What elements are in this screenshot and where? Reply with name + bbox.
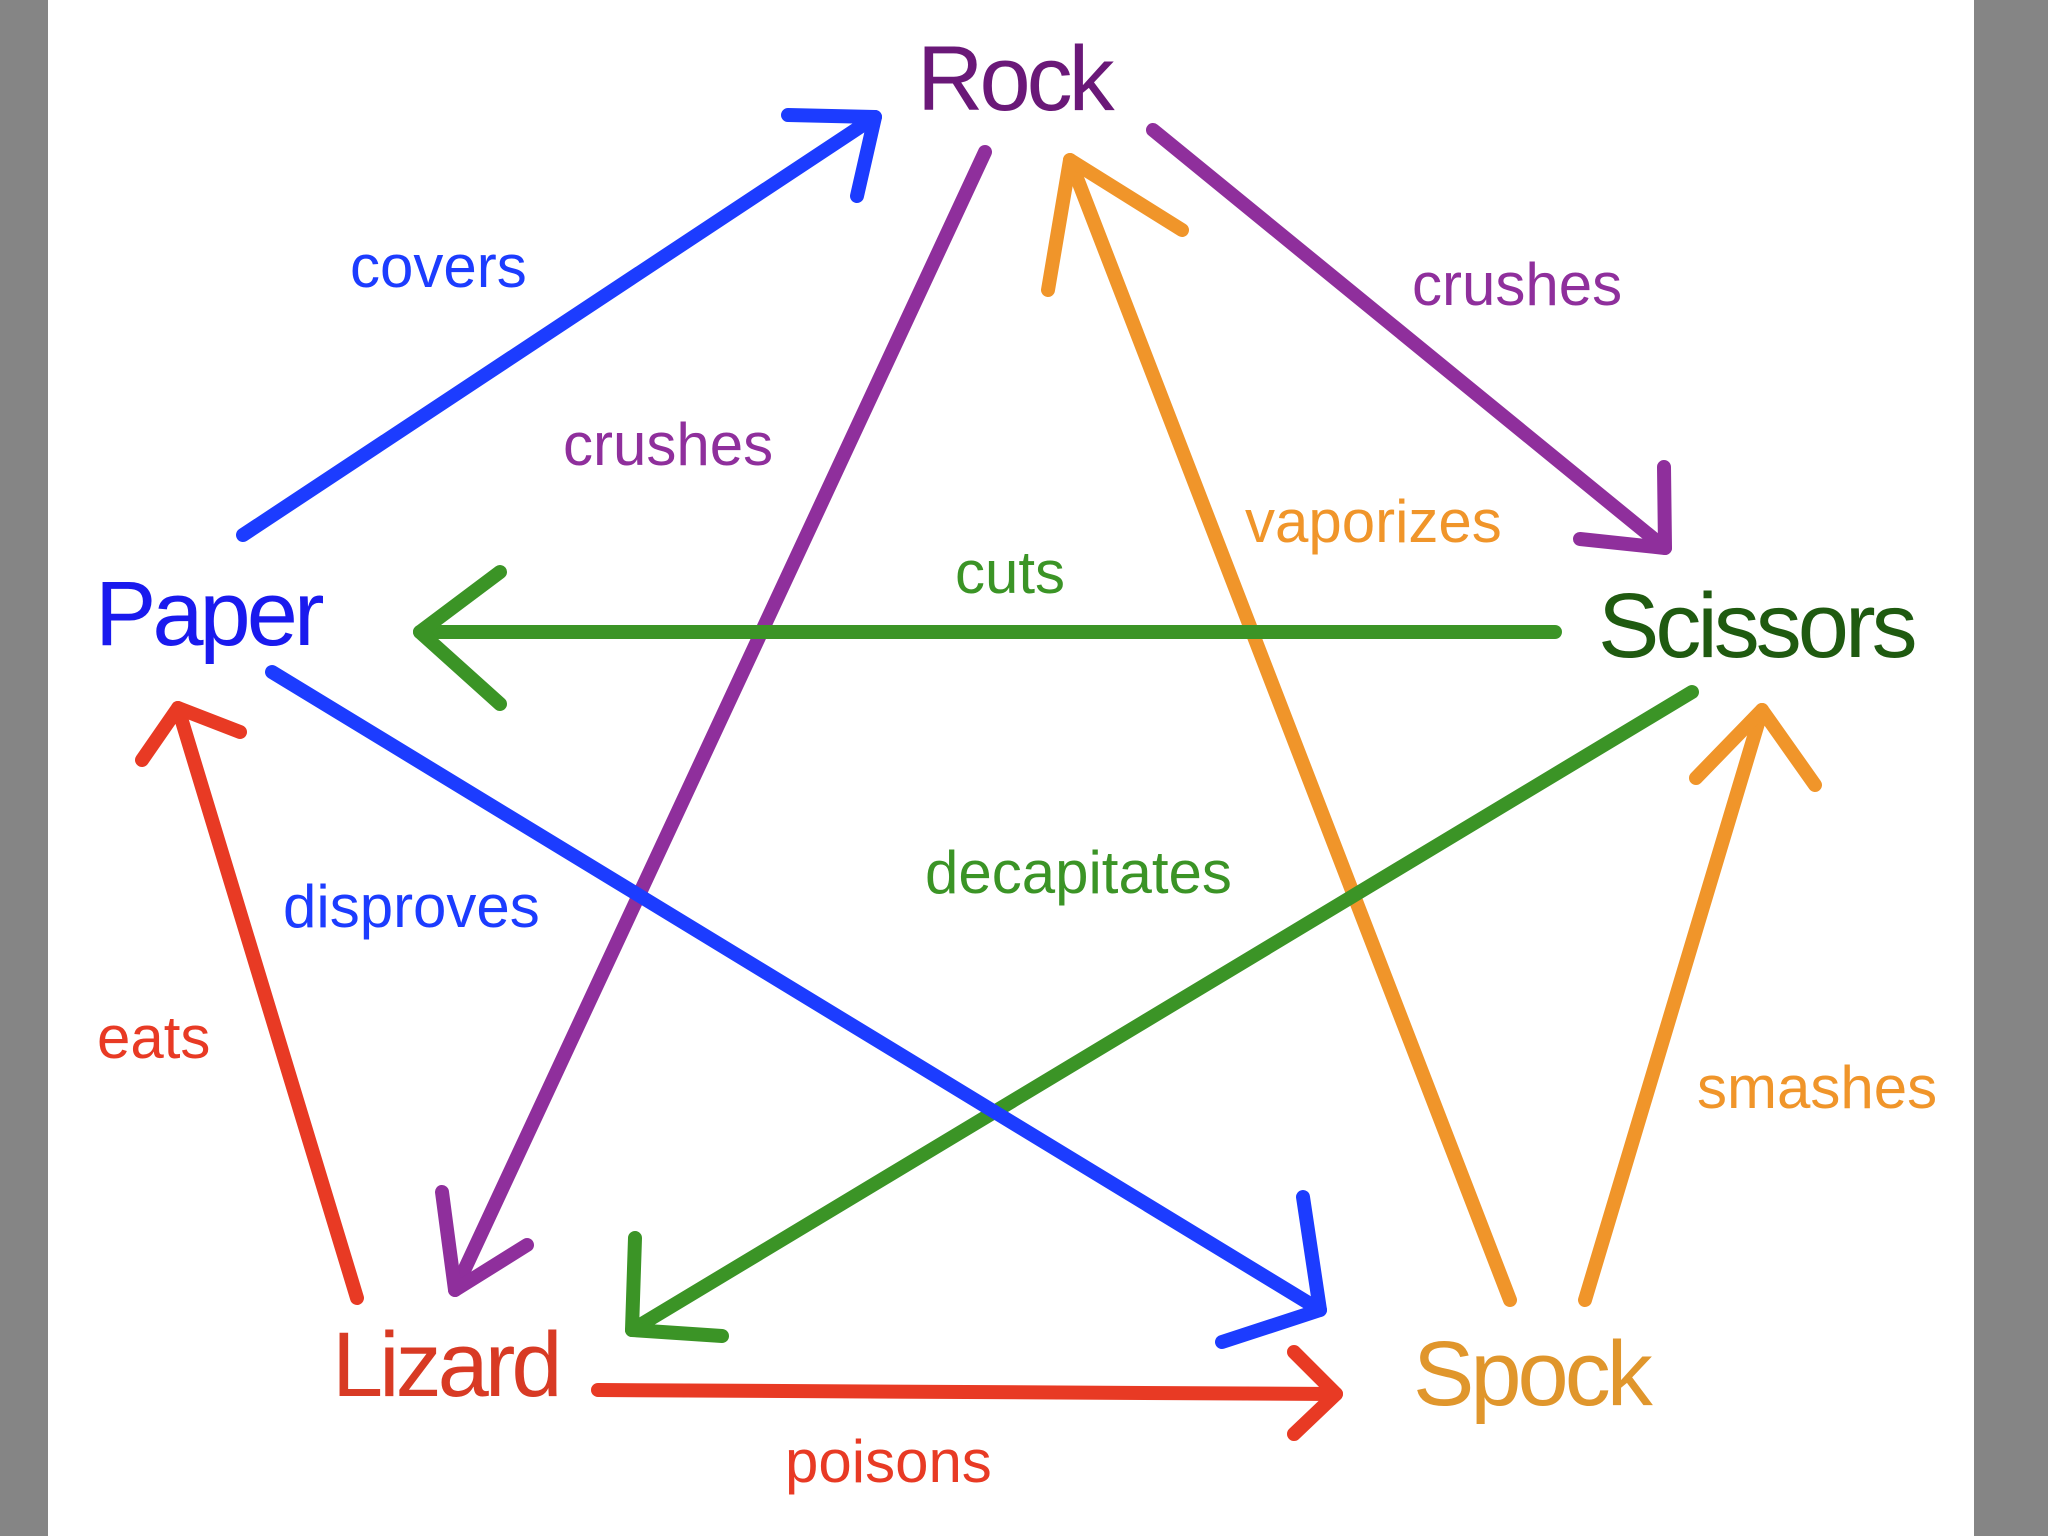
edge-label-cuts: cuts	[955, 539, 1065, 606]
edge-label-eats: eats	[97, 1004, 210, 1071]
node-paper: Paper	[95, 563, 324, 665]
edge-label-poisons: poisons	[785, 1428, 992, 1495]
edge-label-decapitates: decapitates	[925, 839, 1232, 906]
edge-lizard-eats-paper	[135, 701, 364, 1305]
node-scissors: Scissors	[1598, 575, 1915, 677]
node-lizard: Lizard	[332, 1314, 559, 1416]
edge-scissors-decapitates-lizard	[625, 685, 1699, 1343]
edge-label-disproves: disproves	[283, 873, 540, 940]
edge-lizard-poisons-spock	[591, 1345, 1343, 1441]
edge-label-covers: covers	[350, 233, 527, 300]
edge-paper-disproves-spock	[265, 665, 1327, 1349]
edge-scissors-cuts-paper	[413, 565, 1562, 711]
edge-label-vaporizes: vaporizes	[1245, 488, 1502, 555]
edge-spock-smashes-scissors	[1578, 703, 1822, 1307]
edge-label-smashes: smashes	[1697, 1054, 1937, 1121]
edge-label-crushes-lizard: crushes	[563, 411, 773, 478]
edge-rock-crushes-lizard	[435, 145, 992, 1297]
edge-spock-vaporizes-rock	[1041, 153, 1517, 1307]
diagram-background	[48, 0, 1974, 1536]
edge-label-crushes-scissors: crushes	[1412, 251, 1622, 318]
edge-paper-covers-rock	[236, 108, 882, 542]
node-spock: Spock	[1413, 1323, 1654, 1425]
edge-rock-crushes-scissors	[1146, 123, 1672, 555]
node-rock: Rock	[917, 28, 1116, 130]
